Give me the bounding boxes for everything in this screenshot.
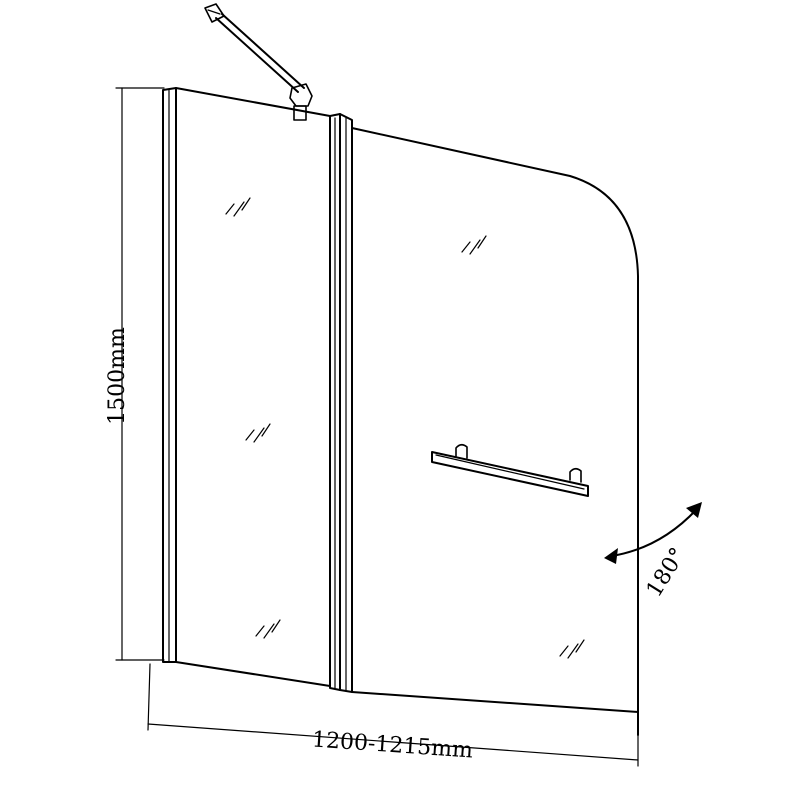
height-label: 1500mm: [105, 327, 130, 425]
towel-bar: [431, 443, 589, 497]
swing-panel: [351, 127, 639, 736]
fixed-panel: [175, 87, 331, 687]
width-label: 1200-1215mm: [311, 727, 474, 763]
height-dimension: [115, 87, 165, 661]
stabiliser-bar: [204, 3, 313, 121]
rotation-arrow: [604, 502, 702, 564]
rotation-label: 180°: [642, 543, 691, 601]
glass-reflections: [225, 197, 585, 659]
hinge-profile: [329, 113, 353, 693]
wall-profile: [162, 87, 177, 663]
width-dimension: [147, 663, 639, 767]
